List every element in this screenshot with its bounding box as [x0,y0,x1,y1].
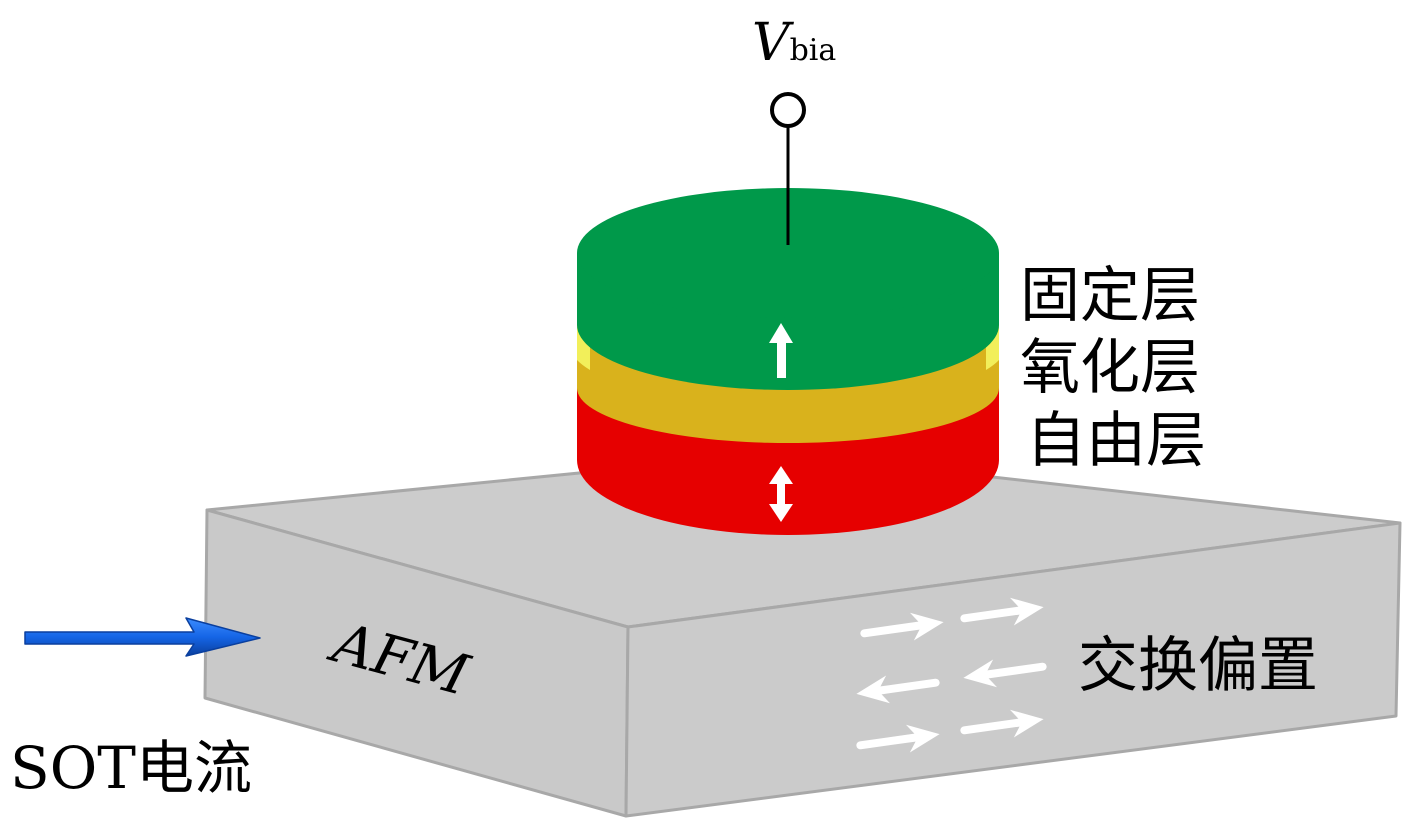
mtj-pillar [577,188,999,535]
free-magnetization-double-arrow-icon [769,466,793,522]
pinned-magnetization-up-arrow-icon [769,323,793,378]
pinned-layer-label: 固定层 [1020,261,1200,331]
bias-terminal-circle-icon [770,92,806,128]
exchange-bias-arrow-icon [856,724,940,753]
exchange-bias-arrows [856,597,1047,753]
exchange-bias-arrow-icon [960,709,1044,738]
bias-terminal [770,92,806,245]
exchange-bias-arrow-icon [856,675,940,704]
sot-current-label: SOT电流 [10,734,252,802]
oxide-layer-label: 氧化层 [1020,333,1200,403]
free-layer-label: 自由层 [1026,406,1206,476]
voltage-label: Vbia [752,13,836,73]
exchange-bias-arrow-icon [960,597,1044,626]
sot-current-arrow-icon [24,617,261,657]
exchange-bias-arrow-icon [860,612,944,641]
pinned-layer [577,188,999,390]
exchange-bias-label: 交换偏置 [1078,631,1318,701]
exchange-bias-arrow-icon [963,659,1047,688]
